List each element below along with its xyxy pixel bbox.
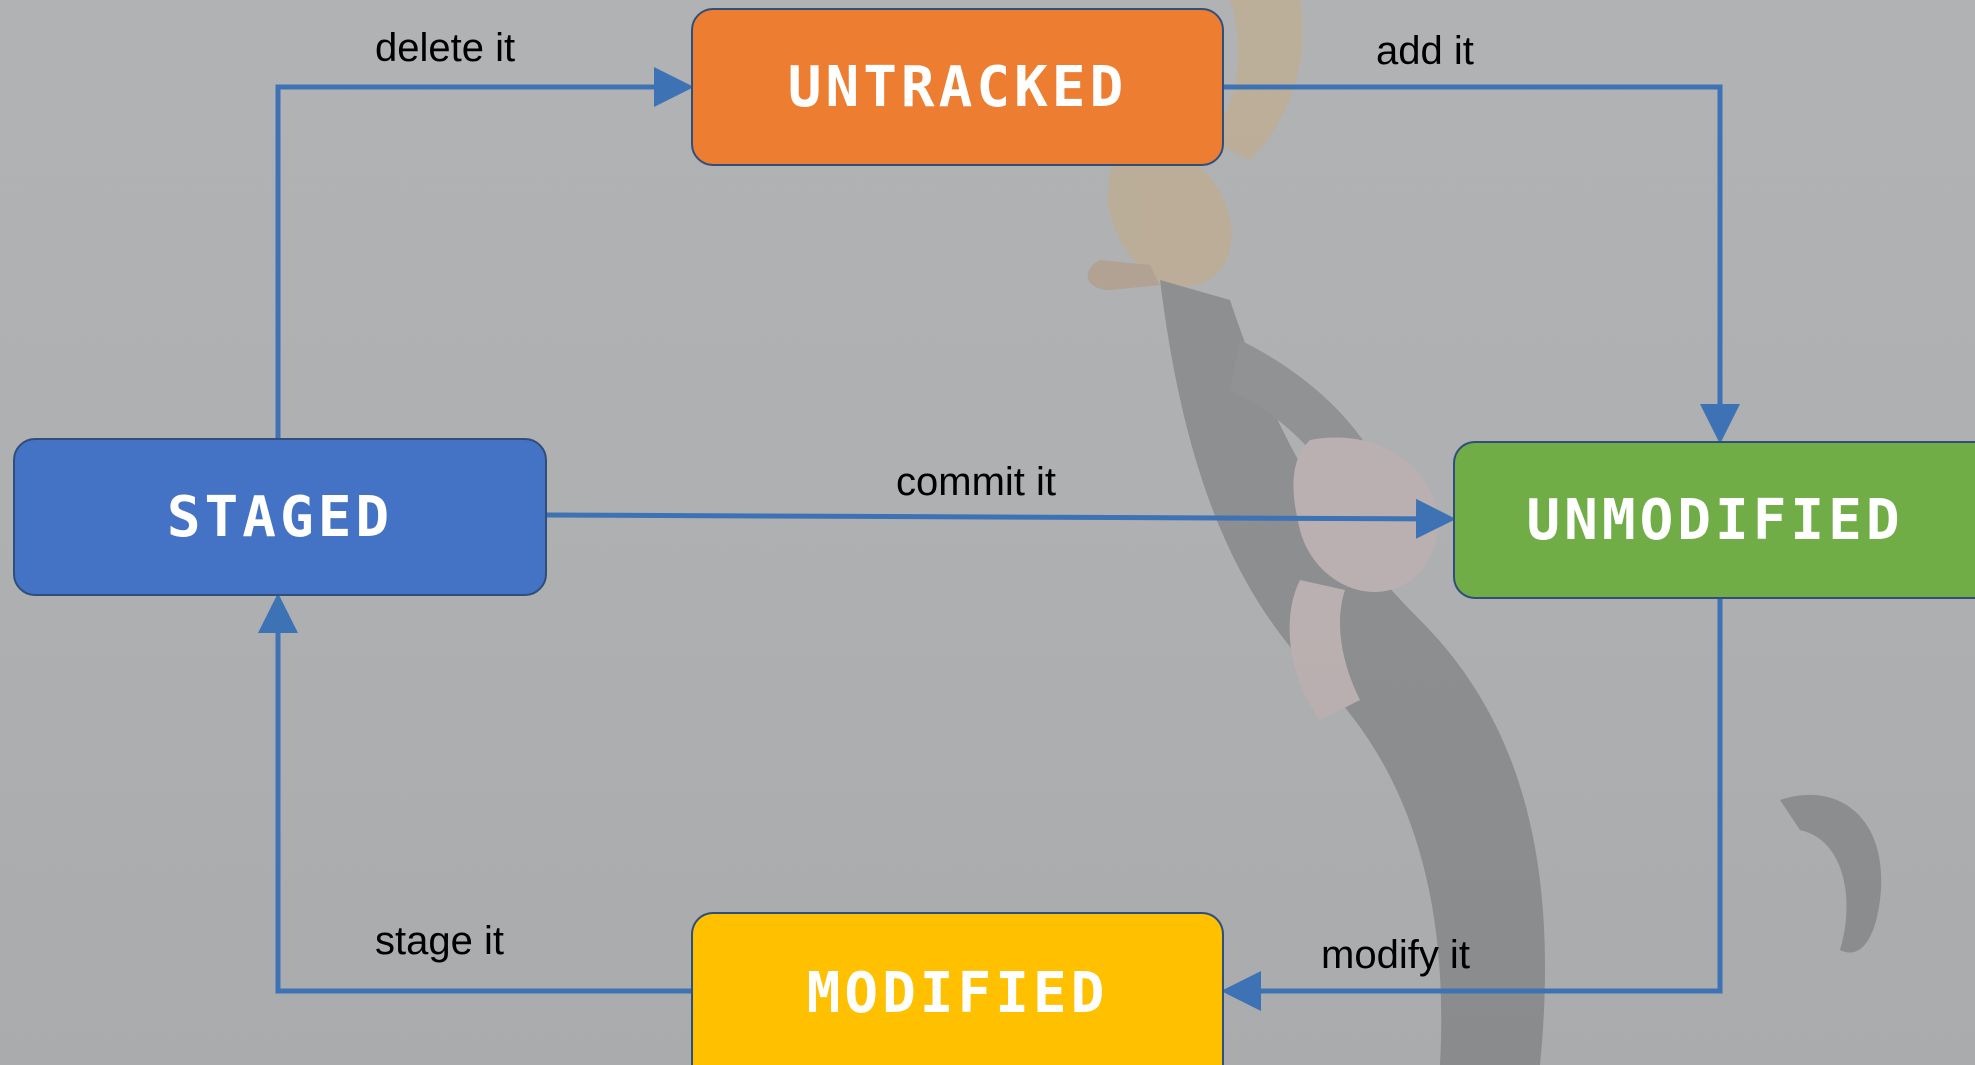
- state-node-staged: STAGED: [13, 438, 547, 596]
- edge-label-modify-it: modify it: [1321, 933, 1470, 977]
- edge-arrow-add-it: [1224, 84, 1740, 444]
- node-label-unmodified: UNMODIFIED: [1526, 487, 1904, 553]
- node-label-staged: STAGED: [166, 484, 394, 550]
- state-node-modified: MODIFIED: [691, 912, 1224, 1065]
- node-label-untracked: UNTRACKED: [787, 54, 1128, 120]
- edge-label-delete-it: delete it: [375, 26, 516, 70]
- edge-arrow-delete-it: [275, 67, 694, 438]
- node-label-modified: MODIFIED: [806, 960, 1109, 1026]
- state-node-unmodified: UNMODIFIED: [1453, 441, 1975, 599]
- edge-arrow-modify-it: [1221, 599, 1723, 1011]
- state-node-untracked: UNTRACKED: [691, 8, 1224, 166]
- edge-arrow-commit-it: [546, 498, 1456, 539]
- edge-label-add-it: add it: [1376, 29, 1474, 73]
- edge-arrow-stage-it: [258, 593, 691, 994]
- edge-label-commit-it: commit it: [896, 460, 1056, 504]
- edge-label-stage-it: stage it: [375, 919, 504, 963]
